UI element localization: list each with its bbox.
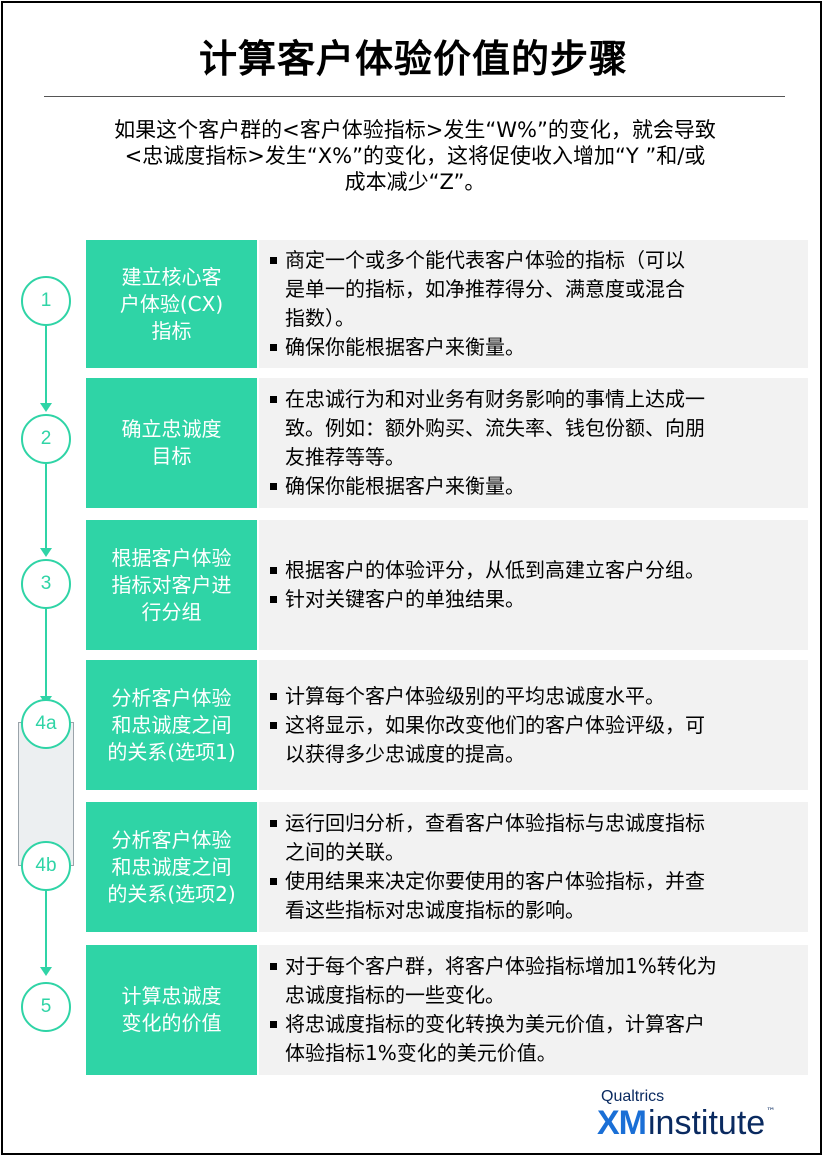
- step-label-line: 建立核心客: [121, 264, 222, 289]
- bullet-line: 使用结果来决定你要使用的客户体验指标，并查: [285, 869, 705, 893]
- bullet-line: 之间的关联。: [285, 840, 405, 864]
- bullet-item: 确保你能根据客户来衡量。: [267, 472, 794, 501]
- bullet-item: 计算每个客户体验级别的平均忠诚度水平。: [267, 682, 794, 711]
- step-description-box: 计算每个客户体验级别的平均忠诚度水平。 这将显示，如果你改变他们的客户体验评级，…: [259, 660, 808, 790]
- bullet-line: 忠诚度指标的一些变化。: [285, 983, 505, 1007]
- flow-connector: [45, 325, 47, 405]
- step-label-line: 的关系(选项2): [107, 881, 236, 906]
- step-number-circle: 4a: [21, 699, 71, 749]
- step-label-line: 指标: [151, 318, 192, 343]
- bullet-item: 在忠诚行为和对业务有财务影响的事情上达成一 致。例如：额外购买、流失率、钱包份额…: [267, 385, 794, 472]
- flow-connector: [45, 608, 47, 698]
- bullet-line: 友推荐等等。: [285, 445, 405, 469]
- step-label-line: 行分组: [141, 599, 202, 624]
- step-number-circle: 5: [21, 982, 71, 1032]
- logo-xm: XM: [597, 1104, 647, 1142]
- title-divider: [44, 96, 785, 97]
- step-label-box: 计算忠诚度 变化的价值: [86, 945, 257, 1075]
- bullet-item: 将忠诚度指标的变化转换为美元价值，计算客户 体验指标1%变化的美元价值。: [267, 1010, 794, 1068]
- step-label-line: 分析客户体验: [111, 685, 232, 710]
- bullet-line: 以获得多少忠诚度的提高。: [285, 741, 525, 766]
- intro-line: 如果这个客户群的<客户体验指标>发生“W%”的变化，就会导致: [114, 118, 716, 142]
- bullet-line: 计算每个客户体验级别的平均忠诚度水平。: [285, 683, 665, 708]
- bullet-line: 在忠诚行为和对业务有财务影响的事情上达成一: [285, 387, 705, 411]
- step-number-circle: 2: [21, 414, 71, 464]
- bullet-item: 使用结果来决定你要使用的客户体验指标，并查 看这些指标对忠诚度指标的影响。: [267, 867, 794, 925]
- bullet-item: 针对关键客户的单独结果。: [267, 585, 794, 614]
- step-label-line: 根据客户体验: [111, 545, 232, 570]
- arrow-down-icon: [40, 548, 52, 557]
- step-number-circle: 3: [21, 559, 71, 609]
- bullet-line: 将忠诚度指标的变化转换为美元价值，计算客户: [285, 1012, 705, 1036]
- bullet-line: 运行回归分析，查看客户体验指标与忠诚度指标: [285, 811, 705, 835]
- logo-wordmark: XM institute ™: [597, 1104, 807, 1143]
- step-label-line: 确立忠诚度: [121, 417, 222, 441]
- step-label-box: 分析客户体验 和忠诚度之间 的关系(选项1): [86, 660, 257, 790]
- intro-text: 如果这个客户群的<客户体验指标>发生“W%”的变化，就会导致 <忠诚度指标>发生…: [40, 117, 790, 195]
- step-description-box: 在忠诚行为和对业务有财务影响的事情上达成一 致。例如：额外购买、流失率、钱包份额…: [259, 378, 808, 508]
- step-description-box: 根据客户的体验评分，从低到高建立客户分组。 针对关键客户的单独结果。: [259, 520, 808, 650]
- bullet-line: 商定一个或多个能代表客户体验的指标（可以: [285, 248, 685, 272]
- arrow-down-icon: [40, 403, 52, 412]
- step-label-line: 和忠诚度之间: [111, 854, 232, 879]
- bullet-line: 确保你能根据客户来衡量。: [285, 474, 525, 498]
- logo-company-name: Qualtrics: [601, 1088, 665, 1105]
- flow-connector: [45, 891, 47, 969]
- flow-connector: [45, 464, 47, 550]
- bullet-line: 体验指标1%变化的美元价值。: [285, 1041, 557, 1065]
- step-number-circle: 4b: [21, 841, 71, 891]
- bullet-item: 这将显示，如果你改变他们的客户体验评级，可 以获得多少忠诚度的提高。: [267, 711, 794, 769]
- bullet-line: 对于每个客户群，将客户体验指标增加1%转化为: [285, 954, 717, 978]
- bullet-line: 指数）。: [285, 306, 355, 330]
- intro-line: <忠诚度指标>发生“X%”的变化，这将促使收入增加“Y ”和/或: [124, 144, 706, 168]
- bullet-line: 看这些指标对忠诚度指标的影响。: [285, 898, 585, 922]
- page-title: 计算客户体验价值的步骤: [198, 37, 628, 81]
- step-label-line: 变化的价值: [121, 1011, 222, 1035]
- step-description-box: 对于每个客户群，将客户体验指标增加1%转化为 忠诚度指标的一些变化。 将忠诚度指…: [259, 945, 808, 1075]
- step-label-box: 确立忠诚度 目标: [86, 378, 257, 508]
- bullet-item: 对于每个客户群，将客户体验指标增加1%转化为 忠诚度指标的一些变化。: [267, 952, 794, 1010]
- step-number-circle: 1: [21, 276, 71, 326]
- step-label-line: 计算忠诚度: [121, 984, 222, 1008]
- step-label-line: 目标: [151, 444, 192, 468]
- arrow-down-icon: [40, 967, 52, 976]
- bullet-item: 根据客户的体验评分，从低到高建立客户分组。: [267, 556, 794, 585]
- qualtrics-xm-institute-logo: Qualtrics XM institute ™: [597, 1088, 807, 1143]
- bullet-line: 是单一的指标，如净推荐得分、满意度或混合: [285, 277, 685, 301]
- step-label-box: 根据客户体验 指标对客户进 行分组: [86, 520, 257, 650]
- bullet-line: 确保你能根据客户来衡量。: [285, 335, 525, 359]
- bullet-line: 致。例如：额外购买、流失率、钱包份额、向朋: [285, 416, 705, 440]
- bullet-line: 根据客户的体验评分，从低到高建立客户分组。: [285, 558, 705, 582]
- step-label-box: 建立核心客 户体验(CX) 指标: [86, 240, 257, 368]
- bullet-line: 针对关键客户的单独结果。: [285, 587, 525, 611]
- step-label-box: 分析客户体验 和忠诚度之间 的关系(选项2): [86, 802, 257, 932]
- step-label-line: 户体验(CX): [119, 291, 224, 316]
- bullet-item: 运行回归分析，查看客户体验指标与忠诚度指标 之间的关联。: [267, 809, 794, 867]
- step-label-line: 的关系(选项1): [107, 739, 236, 764]
- logo-institute: institute: [648, 1104, 766, 1142]
- intro-line: 成本减少“Z”。: [344, 170, 486, 194]
- bullet-line: 这将显示，如果你改变他们的客户体验评级，可: [285, 712, 705, 737]
- logo-trademark: ™: [766, 1107, 776, 1117]
- bullet-item: 商定一个或多个能代表客户体验的指标（可以 是单一的指标，如净推荐得分、满意度或混…: [267, 246, 794, 333]
- bullet-item: 确保你能根据客户来衡量。: [267, 333, 794, 362]
- step-description-box: 商定一个或多个能代表客户体验的指标（可以 是单一的指标，如净推荐得分、满意度或混…: [259, 240, 808, 368]
- step-label-line: 分析客户体验: [111, 827, 232, 852]
- step-label-line: 和忠诚度之间: [111, 712, 232, 737]
- step-description-box: 运行回归分析，查看客户体验指标与忠诚度指标 之间的关联。 使用结果来决定你要使用…: [259, 802, 808, 932]
- step-label-line: 指标对客户进: [111, 572, 232, 597]
